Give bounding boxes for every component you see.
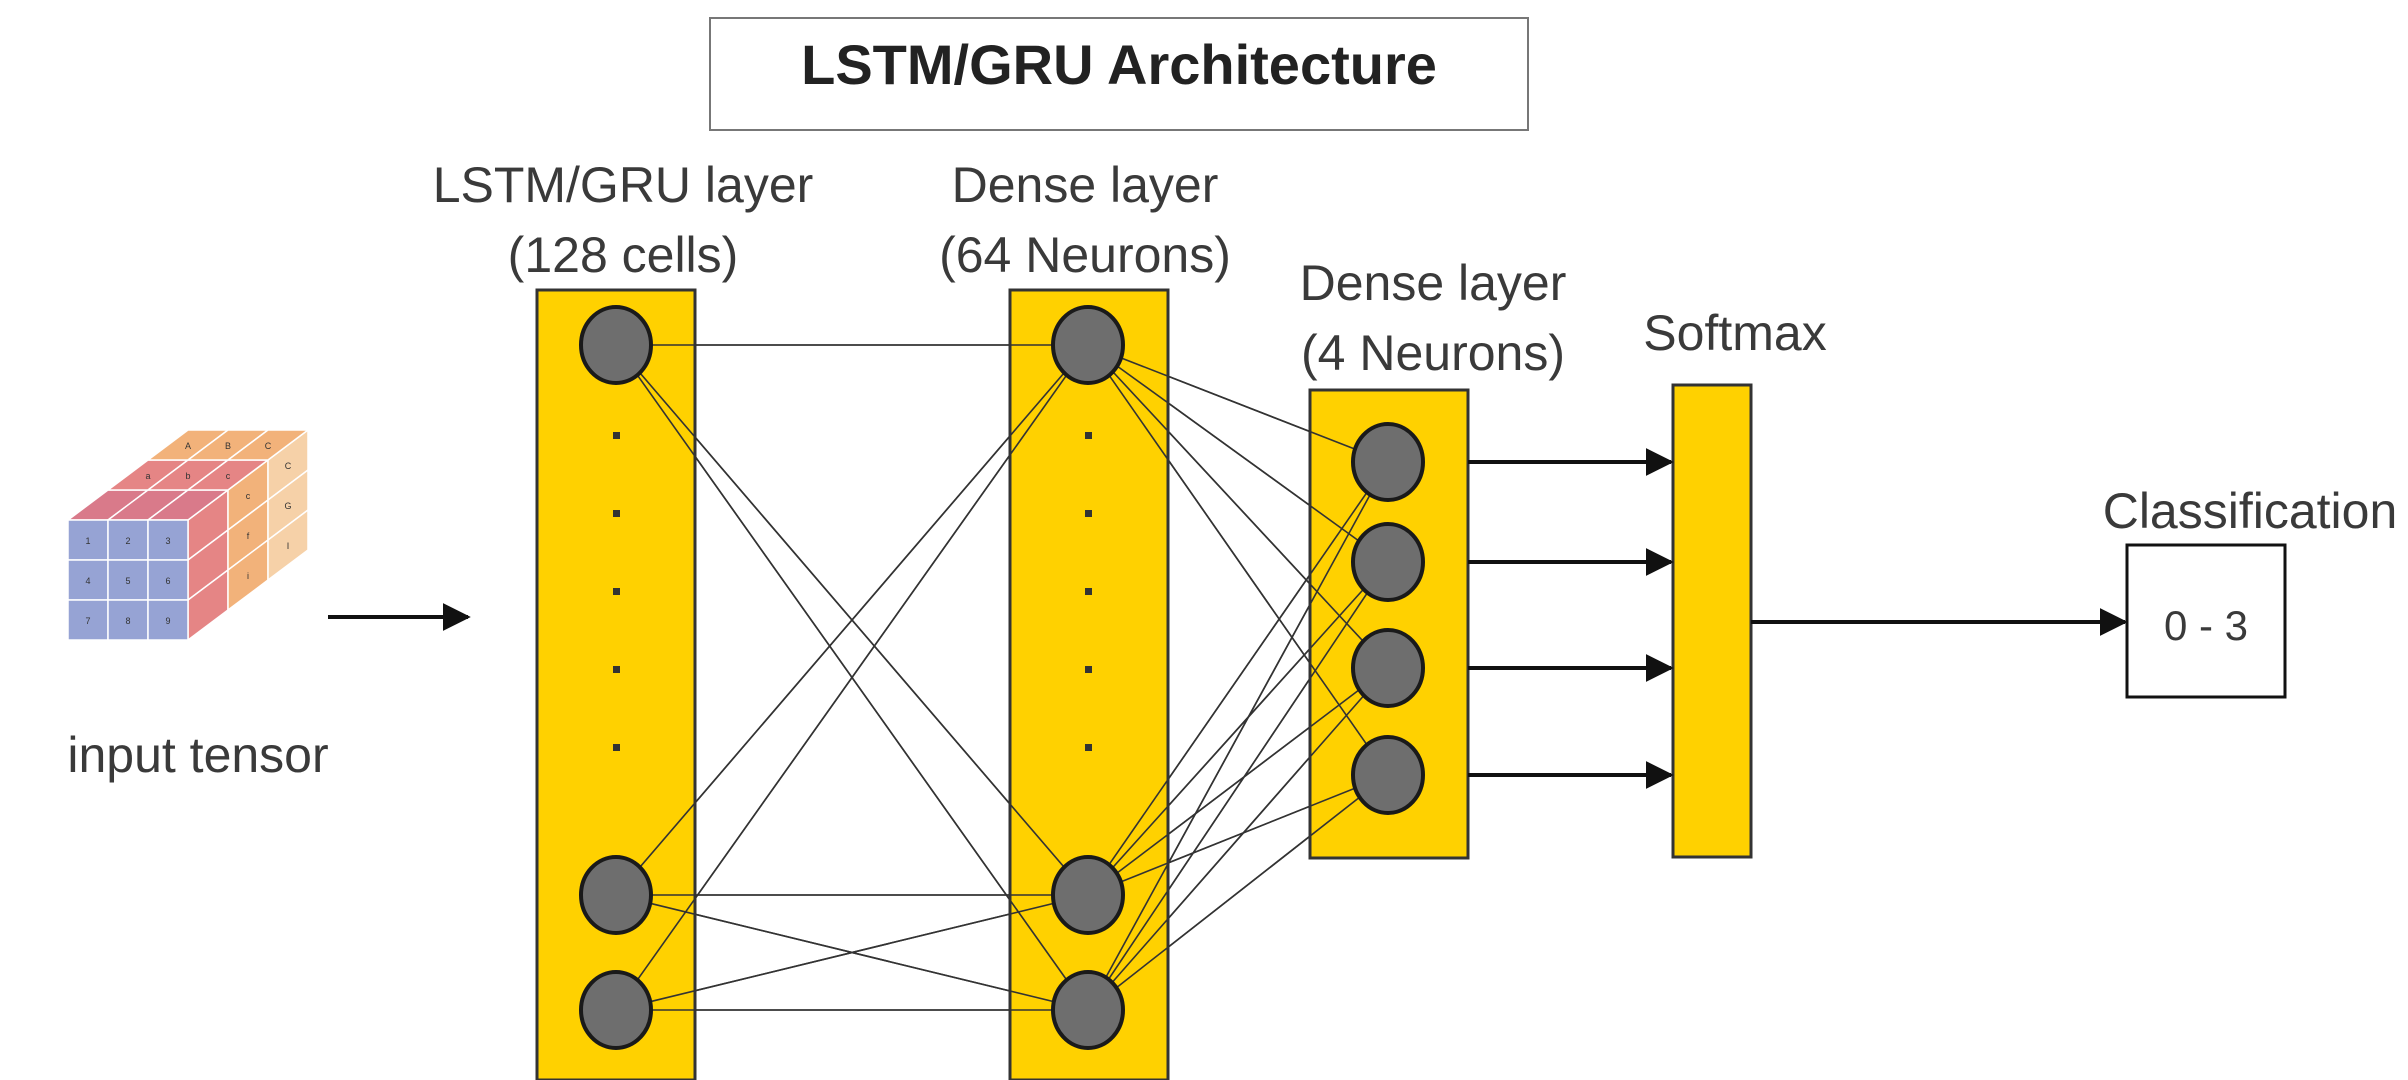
cube-cell-label: 6: [165, 576, 170, 586]
connection-line: [1087, 561, 1389, 896]
connection-line: [615, 344, 1089, 1011]
cube-cell-label: G: [284, 501, 291, 511]
lstm-layer-box: [535, 288, 697, 1080]
connections-overlay: [615, 344, 1389, 1011]
connection-line: [615, 894, 1089, 1011]
cube-cell: [147, 599, 189, 641]
connection-line: [1087, 461, 1389, 1011]
neuron: [579, 970, 653, 1050]
ellipsis-dot: [1085, 588, 1092, 595]
dense4-layer-name: Dense layer: [1300, 255, 1567, 311]
neuron: [1351, 735, 1425, 815]
cube-cell-label: 3: [165, 536, 170, 546]
connection-line: [1087, 461, 1389, 896]
cube-cell-label: 2: [125, 536, 130, 546]
ellipsis-dot: [1085, 666, 1092, 673]
cube-cell-label: B: [225, 441, 231, 451]
input-tensor-label: input tensor: [67, 727, 328, 783]
diagram-title: LSTM/GRU Architecture: [801, 33, 1437, 96]
connection-line: [615, 344, 1089, 896]
cube-cell: [107, 519, 149, 561]
cube-cell: [147, 559, 189, 601]
cube-cell-label: C: [285, 461, 292, 471]
connection-line: [1087, 344, 1389, 563]
connection-line: [1087, 774, 1389, 896]
connection-line: [1087, 344, 1389, 463]
title-box: [709, 17, 1529, 131]
neuron: [1051, 970, 1125, 1050]
cube-cell: [147, 519, 189, 561]
classification-value: 0 - 3: [2164, 602, 2248, 649]
ellipsis-dot: [613, 588, 620, 595]
cube-cell: [67, 599, 109, 641]
cube-cell-label: f: [247, 531, 250, 541]
connection-line: [1087, 667, 1389, 896]
lstm-layer-name: LSTM/GRU layer: [433, 157, 814, 213]
ellipsis-dots: [613, 432, 1092, 751]
cube-cell-label: A: [185, 441, 191, 451]
neurons: [579, 305, 1425, 1050]
cube-cell-label: 9: [165, 616, 170, 626]
dense64-layer-name: Dense layer: [952, 157, 1219, 213]
ellipsis-dot: [1085, 744, 1092, 751]
cube-cell-label: 5: [125, 576, 130, 586]
input-tensor-cube: 1 2 3 4 5 6 7 8 9 A B Ca b c c Cf Gi I: [65, 428, 311, 642]
connection-line: [1087, 774, 1389, 1011]
neuron: [1351, 628, 1425, 708]
dense64-layer-detail: (64 Neurons): [939, 227, 1231, 283]
connection-line: [1087, 344, 1389, 669]
neuron: [1351, 522, 1425, 602]
cube-cell-label: C: [265, 441, 272, 451]
lstm-layer-detail: (128 cells): [508, 227, 739, 283]
cube-cell-label: 8: [125, 616, 130, 626]
connection-line: [1087, 344, 1389, 776]
cube-cell: [225, 429, 311, 461]
neuron: [1051, 855, 1125, 935]
cube-cell-label: a: [145, 471, 150, 481]
neuron: [579, 855, 653, 935]
softmax-box: [1671, 383, 1753, 859]
dense4-layer-detail: (4 Neurons): [1301, 325, 1565, 381]
ellipsis-dot: [1085, 510, 1092, 517]
ellipsis-dot: [1085, 432, 1092, 439]
connection-line: [1087, 667, 1389, 1011]
cube-cell-label: 1: [85, 536, 90, 546]
ellipsis-dot: [613, 510, 620, 517]
classification-label: Classification: [2103, 483, 2398, 539]
softmax-label: Softmax: [1643, 305, 1826, 361]
cube-cell-label: 7: [85, 616, 90, 626]
cube-cell-label: I: [287, 541, 290, 551]
ellipsis-dot: [613, 744, 620, 751]
cube-cell-label: c: [226, 471, 231, 481]
classification-box: [2125, 543, 2287, 699]
ellipsis-dot: [613, 432, 620, 439]
cube-cell: [267, 508, 309, 582]
cube-cell-label: 4: [85, 576, 90, 586]
ellipsis-dot: [613, 666, 620, 673]
connection-line: [1087, 561, 1389, 1011]
cube-cell: [107, 599, 149, 641]
cube-cell-label: c: [246, 491, 251, 501]
cube-cell-label: i: [247, 571, 249, 581]
neuron: [1051, 305, 1125, 385]
dense4-to-softmax-arrows: [1468, 448, 1674, 789]
cube-cell-label: b: [185, 471, 190, 481]
neuron: [579, 305, 653, 385]
neuron: [1351, 422, 1425, 502]
